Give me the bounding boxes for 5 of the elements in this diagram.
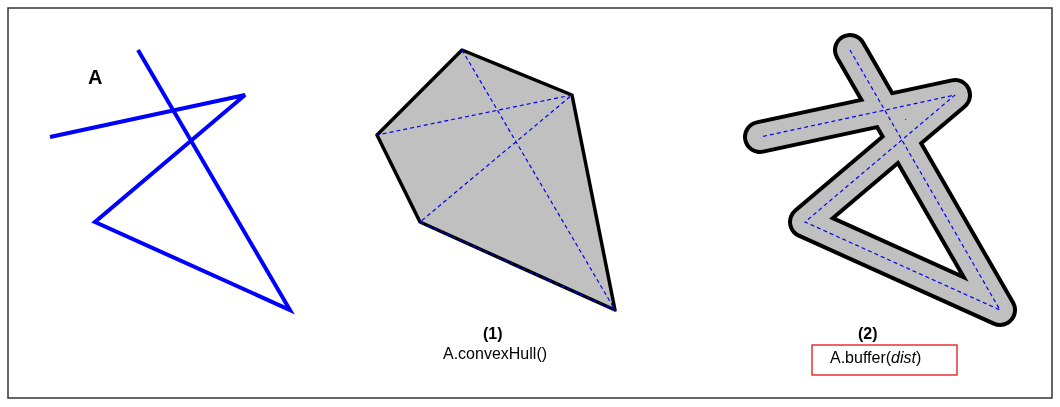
function-label: A.convexHull()	[443, 345, 548, 363]
figure-number: (1)	[483, 325, 503, 343]
figure-number: (2)	[858, 325, 878, 343]
shape-label: A	[88, 66, 103, 89]
function-label: A.buffer(dist)	[830, 349, 922, 367]
